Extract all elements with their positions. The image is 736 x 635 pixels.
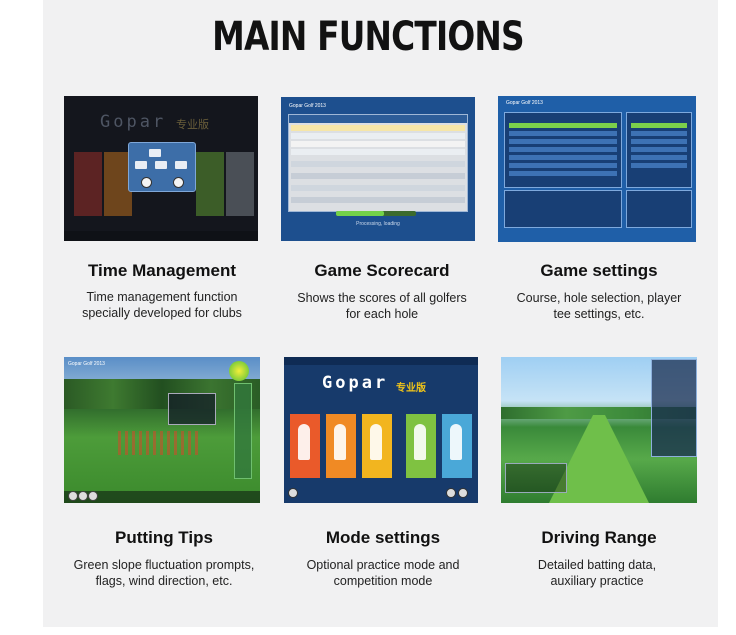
control-icon <box>78 491 88 501</box>
game-settings-screenshot: Gopar Golf 2013 <box>498 96 696 242</box>
slope-arrows <box>118 431 198 455</box>
putting-header-text: Gopar Golf 2013 <box>68 361 105 367</box>
control-icon <box>68 491 78 501</box>
tee-settings <box>504 190 622 228</box>
ok-icon <box>141 177 152 188</box>
page-title: MAIN FUNCTIONS <box>212 14 525 60</box>
loading-status: Processing, loading <box>356 221 400 227</box>
control-icon <box>446 488 456 498</box>
feature-title: Mode settings <box>325 528 441 547</box>
scorecard-table <box>288 114 468 212</box>
mode-tile <box>290 414 320 478</box>
gopar-logo: Gopar <box>322 373 389 393</box>
settings-header-text: Gopar Golf 2013 <box>506 100 543 106</box>
putting-tips-screenshot: Gopar Golf 2013 <box>64 357 260 503</box>
mode-tile <box>362 414 392 478</box>
slope-indicator <box>234 383 252 479</box>
cancel-icon <box>173 177 184 188</box>
control-bar <box>64 491 260 503</box>
mode-settings-screenshot: Gopar 专业版 <box>284 357 478 503</box>
feature-title: Game settings <box>540 261 658 280</box>
feature-title: Putting Tips <box>115 528 213 547</box>
game-scorecard-screenshot: Gopar Golf 2013 Processing, loading <box>281 97 475 241</box>
feature-title: Driving Range <box>541 528 657 547</box>
player-list <box>504 112 622 188</box>
mode-bar <box>226 152 254 216</box>
status-bar <box>64 231 258 241</box>
pro-edition-badge: 专业版 <box>396 383 426 394</box>
feature-desc: Green slope fluctuation prompts,flags, w… <box>73 558 255 588</box>
gopar-logo: Gopar <box>100 112 167 132</box>
control-icon <box>88 491 98 501</box>
feature-title: Time Management <box>87 261 236 280</box>
hole-selection <box>626 190 692 228</box>
loading-progress-bar <box>336 211 416 216</box>
control-icon <box>288 488 298 498</box>
mode-tile <box>406 414 436 478</box>
scorecard-header-text: Gopar Golf 2013 <box>289 103 326 109</box>
batting-data-panel <box>651 359 697 457</box>
time-dialog <box>128 142 196 192</box>
mode-bar <box>74 152 102 216</box>
mode-tile <box>326 414 356 478</box>
green-slope-map <box>229 361 249 381</box>
time-management-screenshot: Gopar 专业版 <box>64 96 258 241</box>
pro-edition-badge: 专业版 <box>176 119 209 131</box>
driving-range-screenshot <box>501 357 697 503</box>
mode-tile <box>442 414 472 478</box>
trajectory-graph <box>505 463 567 493</box>
control-icon <box>458 488 468 498</box>
wind-info-panel <box>168 393 216 425</box>
mode-bar <box>196 152 224 216</box>
mode-bar <box>104 152 132 216</box>
feature-title: Game Scorecard <box>314 261 450 280</box>
course-list <box>626 112 692 188</box>
feature-desc: Detailed batting data,auxiliary practice <box>537 558 657 588</box>
